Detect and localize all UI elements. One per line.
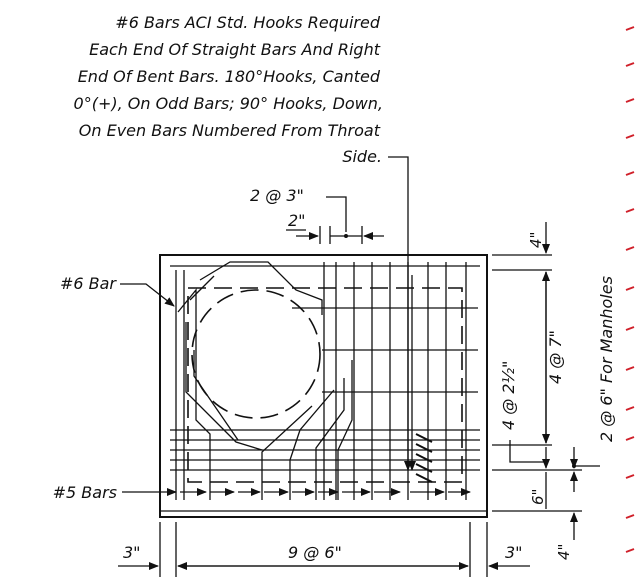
horizontal-bars xyxy=(170,265,480,471)
dashed-bar-outline xyxy=(187,287,463,483)
top-gap-label: 2" xyxy=(288,211,306,230)
note-line-1: #6 Bars ACI Std. Hooks Required xyxy=(115,13,381,32)
note-line-4: 0°(+), On Odd Bars; 90° Hooks, Down, xyxy=(74,94,383,113)
note-line-3: End Of Bent Bars. 180°Hooks, Canted xyxy=(78,67,381,86)
note-line-5: On Even Bars Numbered From Throat xyxy=(79,121,381,140)
right-far-bottom-label: 4" xyxy=(555,544,573,560)
slab-outline xyxy=(159,254,488,518)
note-line-2: Each End Of Straight Bars And Right xyxy=(89,40,381,59)
hook-requirements-note: #6 Bars ACI Std. Hooks Required Each End… xyxy=(74,13,383,166)
right-lower-spacing-label: 4 @ 2½" xyxy=(499,361,518,430)
margin-marks xyxy=(625,26,635,553)
manholes-label: 2 @ 6" For Manholes xyxy=(597,276,616,442)
top-gap-dimension xyxy=(296,226,384,244)
right-top-label: 4" xyxy=(527,232,545,248)
bar5-label: #5 Bars xyxy=(53,483,117,502)
top-spacing-label: 2 @ 3" xyxy=(250,186,304,205)
vertical-bars xyxy=(175,262,467,500)
bottom-right-label: 3" xyxy=(505,543,523,562)
note-leader xyxy=(388,156,412,471)
bar6-label: #6 Bar xyxy=(60,274,117,293)
top-spacing-leader xyxy=(326,196,347,232)
right-dimension-lines xyxy=(492,222,600,540)
bottom-dimension-lines xyxy=(118,522,530,577)
bottom-spacing-label: 9 @ 6" xyxy=(288,543,342,562)
hook-marks xyxy=(415,433,433,483)
right-spacing-label: 4 @ 7" xyxy=(546,330,565,384)
bottom-left-label: 3" xyxy=(123,543,141,562)
bar6-leader xyxy=(120,283,175,307)
bent-bars xyxy=(177,261,353,500)
note-line-6: Side. xyxy=(342,147,382,166)
right-bottom-label: 6" xyxy=(529,489,547,505)
